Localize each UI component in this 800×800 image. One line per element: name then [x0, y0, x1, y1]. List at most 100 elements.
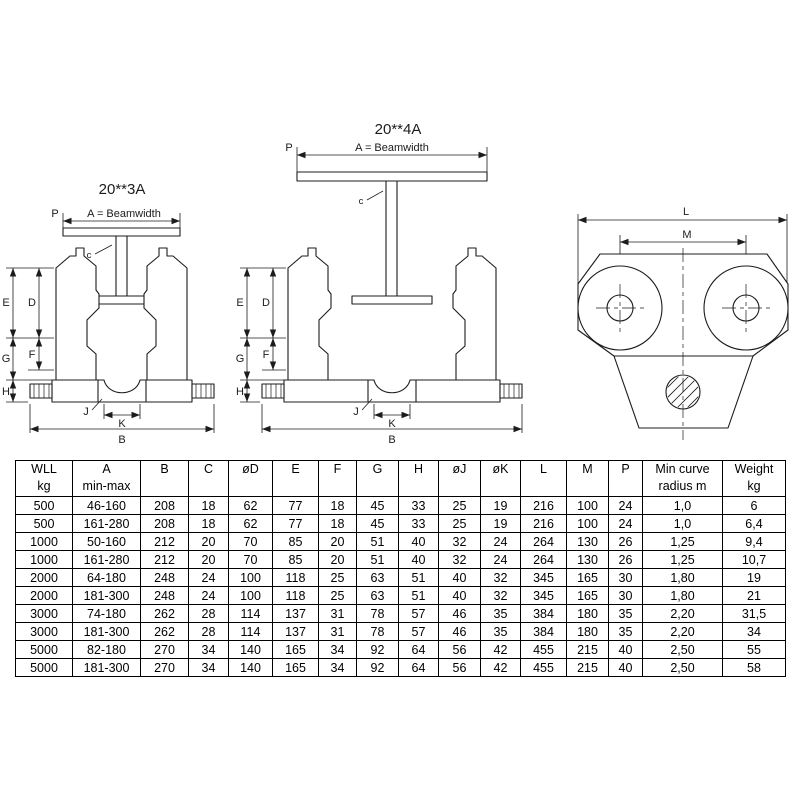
table-cell: 45 [356, 514, 399, 533]
dim-label-d: D [262, 297, 270, 309]
table-cell: 180 [566, 604, 609, 623]
table-cell: 114 [228, 622, 273, 641]
table-cell: 345 [520, 568, 567, 587]
table-cell: 2,50 [642, 658, 723, 677]
table-cell: 19 [480, 496, 521, 515]
column-header: øD [228, 460, 273, 497]
table-cell: 161-280 [72, 550, 141, 569]
column-header: F [318, 460, 357, 497]
load-bar [29, 379, 215, 403]
front-view-204a: 20**4A P A = Beamwidth c [236, 121, 523, 446]
table-cell: 57 [398, 622, 439, 641]
column-header: G [356, 460, 399, 497]
thread-hatch [33, 384, 212, 398]
table-cell: 1,80 [642, 586, 723, 605]
table-cell: 26 [608, 532, 643, 551]
table-cell: 56 [438, 658, 481, 677]
table-cell: 51 [398, 586, 439, 605]
table-cell: 70 [228, 532, 273, 551]
table-cell: 3000 [15, 622, 73, 641]
table-cell: 78 [356, 604, 399, 623]
dim-label-m: M [682, 229, 691, 241]
table-cell: 20 [318, 550, 357, 569]
table-cell: 56 [438, 640, 481, 659]
table-cell: 58 [722, 658, 786, 677]
beamwidth-dimension: P A = Beamwidth [51, 208, 181, 229]
table-cell: 25 [318, 568, 357, 587]
table-cell: 500 [15, 514, 73, 533]
dim-label-b: B [388, 434, 395, 446]
table-cell: 35 [608, 622, 643, 641]
table-cell: 1000 [15, 532, 73, 551]
table-cell: 31,5 [722, 604, 786, 623]
table-cell: 100 [566, 496, 609, 515]
width-dimensions: L M [577, 206, 788, 286]
table-cell: 180 [566, 622, 609, 641]
drawing-title-203a: 20**3A [99, 181, 146, 198]
table-cell: 42 [480, 658, 521, 677]
table-cell: 118 [272, 568, 319, 587]
height-dimensions: E D F G H [236, 267, 286, 403]
table-cell: 455 [520, 640, 567, 659]
table-cell: 34 [722, 622, 786, 641]
table-cell: 25 [318, 586, 357, 605]
table-cell: 114 [228, 604, 273, 623]
table-cell: 18 [188, 496, 229, 515]
table-cell: 55 [722, 640, 786, 659]
table-cell: 1,25 [642, 550, 723, 569]
table-cell: 40 [608, 658, 643, 677]
table-cell: 165 [566, 568, 609, 587]
table-cell: 208 [140, 496, 189, 515]
table-cell: 2,20 [642, 622, 723, 641]
table-cell: 40 [438, 586, 481, 605]
table-cell: 85 [272, 532, 319, 551]
table-cell: 35 [480, 604, 521, 623]
wheel-centerlines [596, 284, 770, 332]
side-plate-left [55, 247, 100, 381]
column-header: øJ [438, 460, 481, 497]
table-cell: 32 [480, 586, 521, 605]
table-cell: 34 [188, 640, 229, 659]
front-view-203a: 20**3A P A = Beamwidth c [2, 181, 215, 446]
table-cell: 35 [608, 604, 643, 623]
table-cell: 26 [608, 550, 643, 569]
dim-label-e: E [2, 297, 9, 309]
table-cell: 6,4 [722, 514, 786, 533]
column-header: M [566, 460, 609, 497]
table-cell: 6 [722, 496, 786, 515]
column-header: L [520, 460, 567, 497]
table-cell: 18 [188, 514, 229, 533]
table-cell: 77 [272, 496, 319, 515]
table-cell: 45 [356, 496, 399, 515]
table-cell: 215 [566, 658, 609, 677]
table-cell: 30 [608, 568, 643, 587]
table-cell: 20 [188, 550, 229, 569]
table-cell: 137 [272, 604, 319, 623]
table-cell: 32 [438, 532, 481, 551]
table-cell: 248 [140, 568, 189, 587]
table-cell: 10,7 [722, 550, 786, 569]
table-cell: 100 [566, 514, 609, 533]
table-cell: 31 [318, 604, 357, 623]
table-cell: 24 [480, 532, 521, 551]
table-cell: 100 [228, 568, 273, 587]
table-cell: 500 [15, 496, 73, 515]
dim-label-j: J [83, 406, 89, 418]
table-cell: 9,4 [722, 532, 786, 551]
table-cell: 40 [398, 532, 439, 551]
table-cell: 25 [438, 514, 481, 533]
table-cell: 62 [228, 496, 273, 515]
table-cell: 215 [566, 640, 609, 659]
dim-label-f: F [29, 349, 36, 361]
dim-label-c: c [359, 196, 364, 207]
table-cell: 165 [566, 586, 609, 605]
